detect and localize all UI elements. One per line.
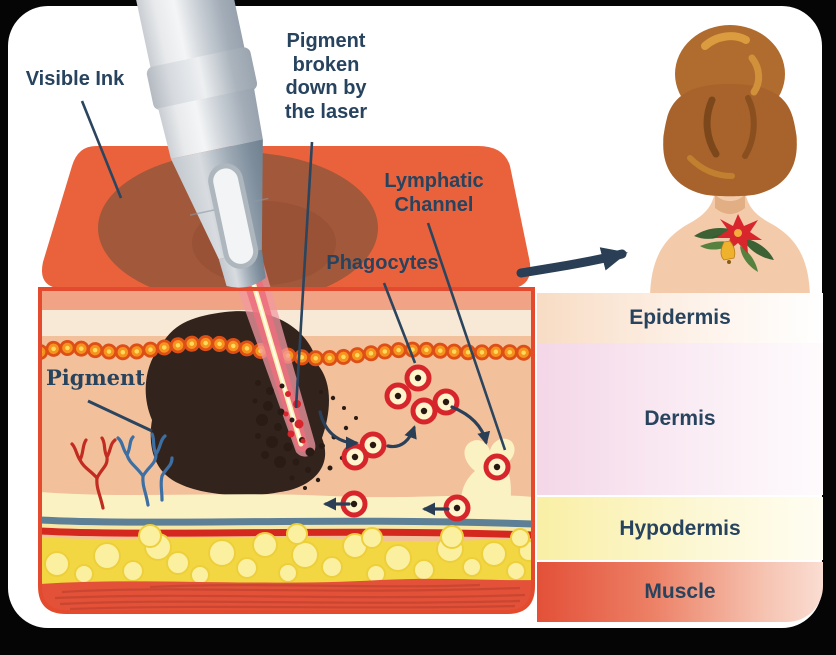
phagocyte-icon (341, 443, 369, 471)
layer-label-muscle: Muscle (644, 580, 716, 603)
flow-arrows (318, 405, 491, 516)
phagocyte-icon (359, 431, 387, 459)
lymphatic-channel-label: Lymphatic Channel (384, 170, 484, 216)
phagocyte-icons (340, 364, 511, 522)
pigment-particles (252, 380, 358, 490)
layer-band-dermis: Dermis (537, 343, 823, 495)
visible-ink-pointer (80, 100, 123, 199)
layer-label-hypodermis: Hypodermis (619, 516, 741, 540)
fat-layer (40, 523, 533, 589)
phagocyte-icon (443, 494, 471, 522)
phagocyte-icon (432, 388, 460, 416)
epidermis-upper-band (40, 289, 533, 310)
tattooed-back-icon (650, 25, 810, 300)
tattoo-icon (694, 214, 774, 272)
phagocyte-icon (384, 382, 412, 410)
visible-ink-label: Visible Ink (25, 68, 125, 90)
layer-label-dermis: Dermis (644, 407, 716, 430)
epidermis-junction-beads (40, 335, 533, 367)
layer-band-muscle: Muscle (537, 562, 823, 622)
laser-handpiece-icon (125, 0, 269, 288)
muscle-layer (40, 578, 533, 612)
pigment-pointer (87, 399, 153, 433)
phagocyte-icon (483, 453, 511, 481)
hair-lower (663, 84, 797, 197)
layer-band-hypodermis: Hypodermis (537, 497, 823, 560)
skin-layer-legend: Epidermis Dermis Hypodermis Muscle (537, 293, 823, 622)
pigment-broken-label: Pigment broken down by the laser (284, 30, 368, 123)
vein-icon (40, 516, 533, 528)
transfer-arrow-icon (516, 247, 628, 278)
layer-band-epidermis: Epidermis (537, 293, 823, 343)
phagocytes-pointer (382, 282, 417, 364)
phagocytes-label: Phagocytes (326, 252, 439, 274)
lymphatic-channel-pointer (426, 222, 507, 451)
layer-label-epidermis: Epidermis (629, 306, 731, 329)
skin-block-border (38, 287, 535, 614)
pigment-label: Pigment (46, 365, 146, 390)
laser-beam-icon (231, 261, 316, 457)
phagocyte-icon (410, 397, 438, 425)
capillary-icon (70, 432, 174, 510)
phagocyte-icon (404, 364, 432, 392)
pigment-broken-pointer (294, 141, 314, 409)
pointer-lines (80, 100, 507, 451)
